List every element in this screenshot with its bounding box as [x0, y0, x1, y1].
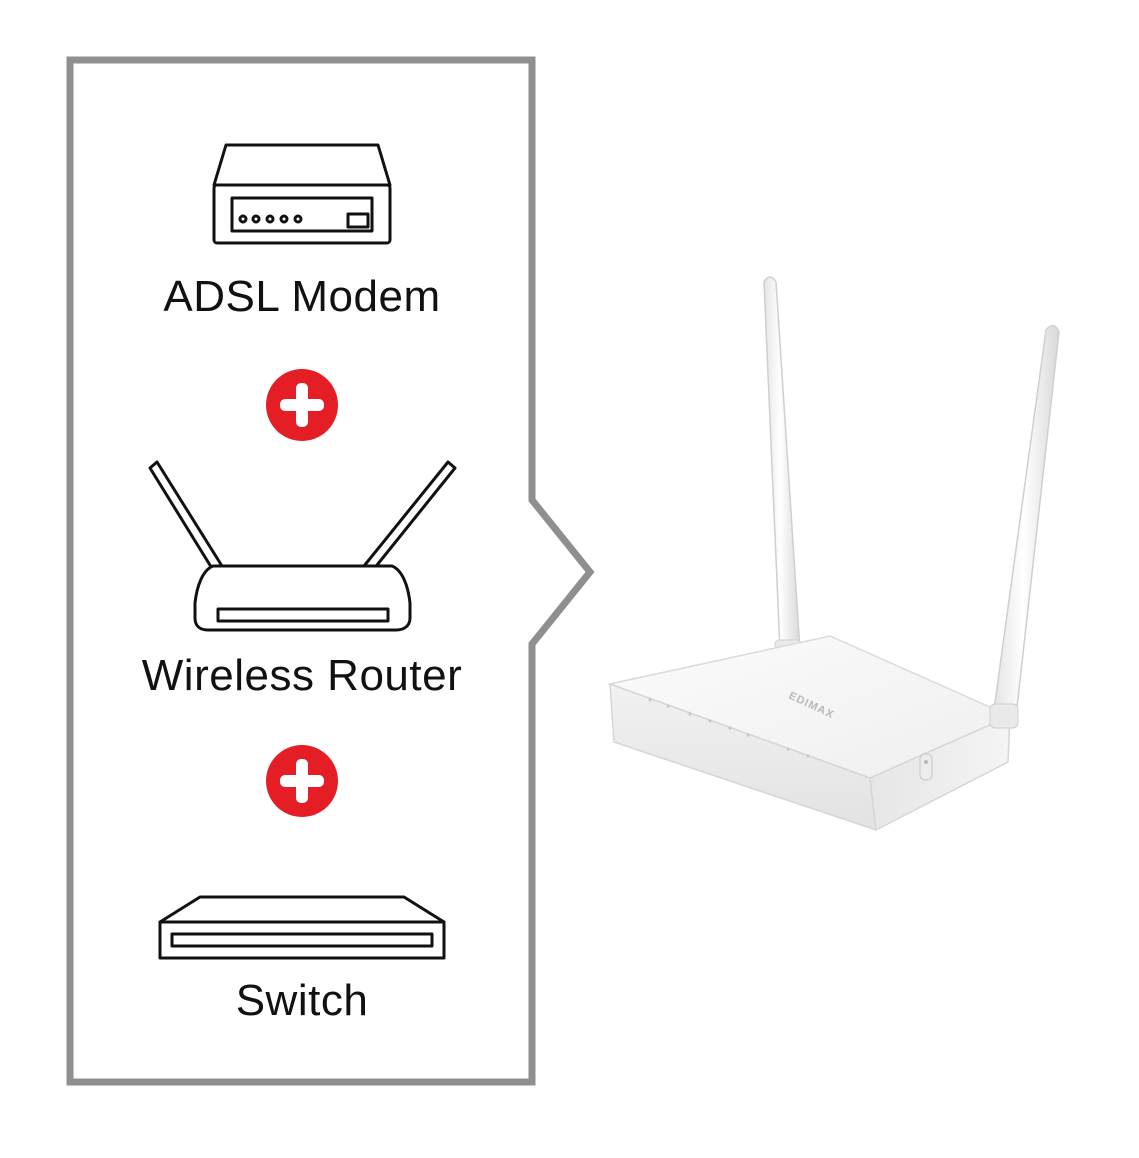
left-antenna	[763, 276, 802, 663]
wireless-router-label: Wireless Router	[141, 651, 463, 700]
right-antenna	[989, 324, 1060, 729]
wireless-router-icon	[148, 460, 457, 632]
plus-icon	[266, 369, 338, 441]
adsl-modem-label: ADSL Modem	[163, 272, 441, 321]
switch-label: Switch	[235, 976, 369, 1025]
plus-icon	[266, 745, 338, 817]
network-switch-icon	[158, 895, 446, 960]
router-body	[607, 635, 1012, 832]
adsl-modem-icon	[212, 143, 392, 245]
